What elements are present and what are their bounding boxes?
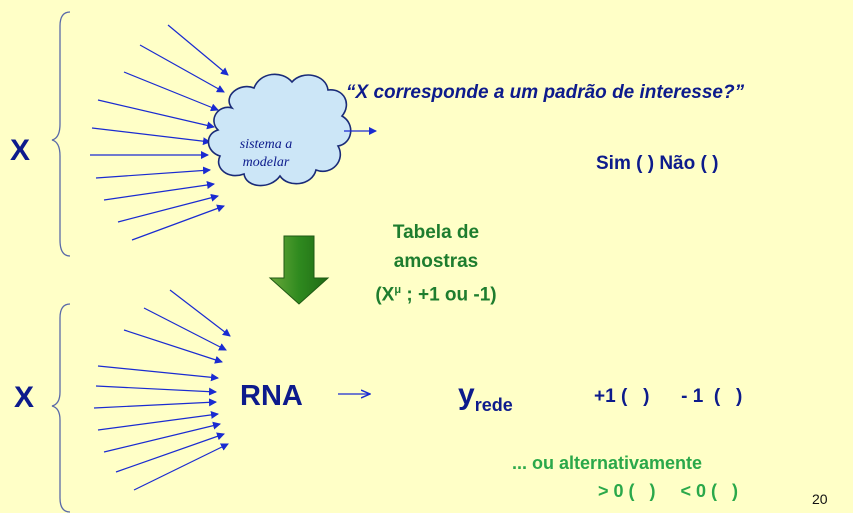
alternative-options: > 0 ( ) < 0 ( ) xyxy=(598,481,739,501)
alternative-intro: ... ou alternativamente xyxy=(512,453,703,473)
rna-label: RNA xyxy=(240,380,303,412)
top-brace xyxy=(51,11,71,257)
output-subscript: rede xyxy=(474,395,513,415)
sample-table-line2: amostras xyxy=(393,251,479,272)
slide-number: 20 xyxy=(812,491,828,507)
top-input-arrows xyxy=(90,24,229,241)
bottom-input-label: X xyxy=(14,381,35,414)
cloud-shape xyxy=(207,73,352,187)
output-y-label: yrede xyxy=(458,378,513,415)
cloud-label-line1: sistema a xyxy=(239,137,293,152)
down-arrow xyxy=(268,235,330,305)
bottom-brace xyxy=(51,303,71,513)
bottom-input-arrows xyxy=(93,289,231,491)
mu-superscript: μ xyxy=(394,284,402,296)
answer-options: Sim ( ) Não ( ) xyxy=(596,153,719,174)
top-input-label: X xyxy=(10,134,31,167)
question-text: “X corresponde a um padrão de interesse?… xyxy=(346,82,745,103)
sample-table-label: Tabela de amostras (Xμ ; +1 ou -1) xyxy=(356,218,516,309)
sample-table-line1: Tabela de xyxy=(392,222,480,243)
output-options: +1 ( ) - 1 ( ) xyxy=(594,386,743,407)
cloud-label-line2: modelar xyxy=(242,155,290,170)
cloud-label: sistema a modelar xyxy=(216,136,316,172)
sample-table-line3: (Xμ ; +1 ou -1) xyxy=(375,284,497,306)
